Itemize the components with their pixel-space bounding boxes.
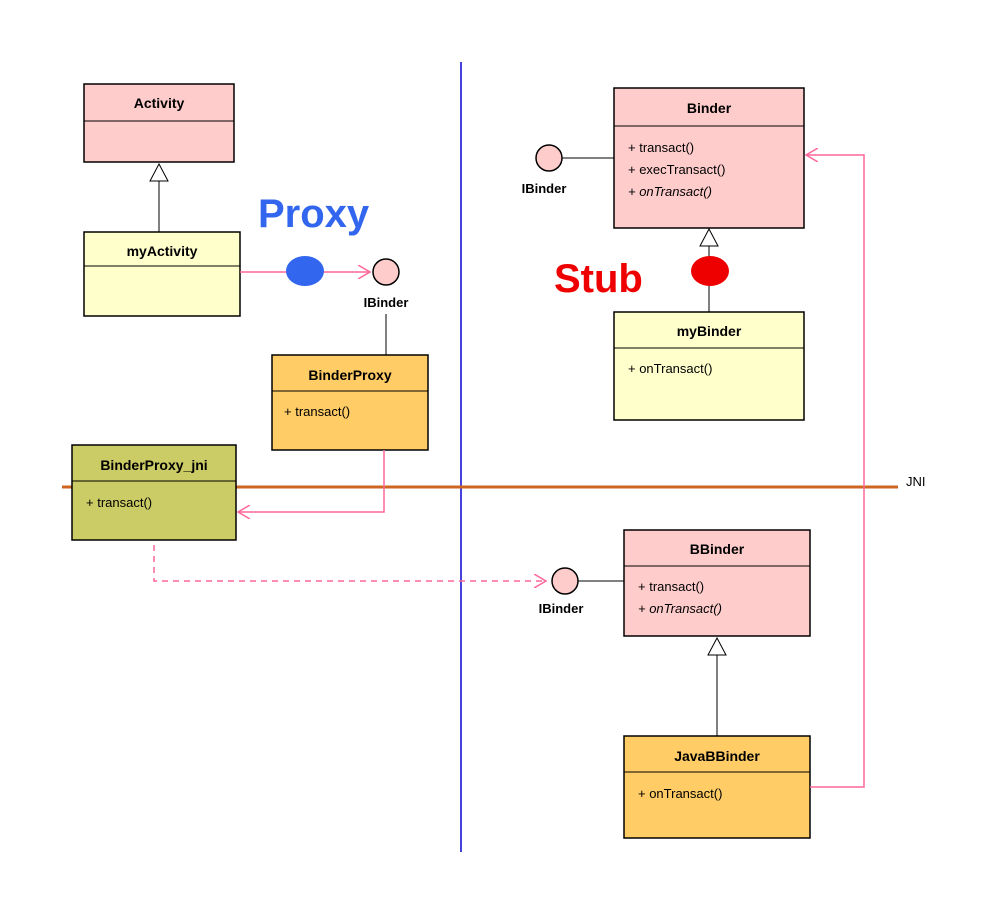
proxy-ibinder-interface-icon[interactable] bbox=[372, 258, 400, 286]
class-binder-member-1: + transact() bbox=[628, 140, 694, 155]
stub-label: Stub bbox=[554, 257, 643, 301]
inheritance-myactivity-activity bbox=[149, 162, 169, 232]
class-binder-proxy-jni-title: BinderProxy_jni bbox=[100, 457, 207, 473]
jni-label: JNI bbox=[906, 474, 926, 489]
class-my-activity-title: myActivity bbox=[127, 243, 198, 259]
class-my-activity[interactable]: myActivity bbox=[83, 231, 241, 317]
inheritance-javabbinder-bbinder bbox=[707, 636, 727, 736]
class-binder-proxy-title: BinderProxy bbox=[308, 367, 391, 383]
class-java-bbinder-title: JavaBBinder bbox=[674, 748, 760, 764]
class-binder-proxy-member: + transact() bbox=[284, 404, 350, 419]
proxy-label: Proxy bbox=[258, 192, 370, 236]
class-java-bbinder[interactable]: JavaBBinder + onTransact() bbox=[623, 735, 811, 839]
class-my-binder-title: myBinder bbox=[677, 323, 742, 339]
class-bbinder-member-2: + onTransact() bbox=[638, 601, 722, 616]
class-my-binder[interactable]: myBinder + onTransact() bbox=[613, 311, 805, 421]
class-binder-member-3: + onTransact() bbox=[628, 184, 712, 199]
jni-to-bbinder-ibinder-dashed-arrow bbox=[153, 545, 546, 581]
class-activity-title: Activity bbox=[134, 95, 185, 111]
bbinder-ibinder-interface-icon[interactable] bbox=[551, 567, 579, 595]
class-java-bbinder-member: + onTransact() bbox=[638, 786, 722, 801]
binderproxy-to-jni-arrow bbox=[238, 450, 385, 512]
class-binder-proxy-jni-member: + transact() bbox=[86, 495, 152, 510]
javabbinder-to-binder-arrow bbox=[806, 155, 865, 788]
class-binder-proxy-jni[interactable]: BinderProxy_jni + transact() bbox=[71, 444, 237, 541]
class-bbinder-member-1: + transact() bbox=[638, 579, 704, 594]
class-my-binder-member: + onTransact() bbox=[628, 361, 712, 376]
class-binder-member-2: + execTransact() bbox=[628, 162, 725, 177]
class-bbinder[interactable]: BBinder + transact() + onTransact() bbox=[623, 529, 811, 637]
bbinder-ibinder-label: IBinder bbox=[539, 601, 584, 616]
class-binder-proxy[interactable]: BinderProxy + transact() bbox=[271, 354, 429, 451]
class-binder-title: Binder bbox=[687, 100, 732, 116]
binder-ibinder-label: IBinder bbox=[522, 181, 567, 196]
proxy-marker-icon bbox=[286, 256, 324, 286]
proxy-ibinder-label: IBinder bbox=[364, 295, 409, 310]
class-activity[interactable]: Activity bbox=[83, 83, 235, 163]
binder-ibinder-interface-icon[interactable] bbox=[535, 144, 563, 172]
class-bbinder-title: BBinder bbox=[690, 541, 745, 557]
class-binder[interactable]: Binder + transact() + execTransact() + o… bbox=[613, 87, 805, 229]
stub-marker-icon bbox=[691, 256, 729, 286]
